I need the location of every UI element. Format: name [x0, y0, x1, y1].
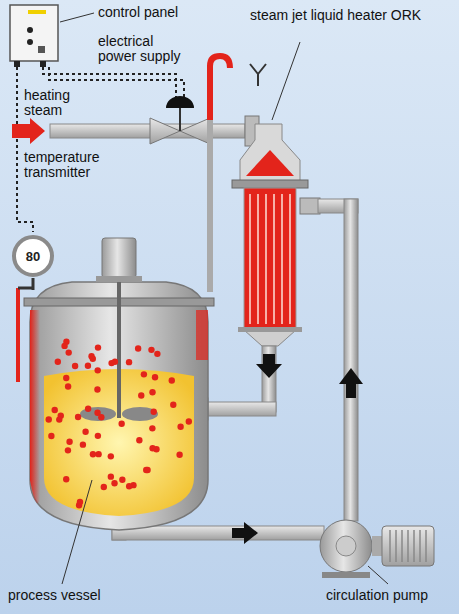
vent-pipe-hot [210, 56, 230, 120]
fin-line [425, 530, 427, 562]
heat-dot [148, 347, 154, 353]
heat-dot [186, 418, 192, 424]
heat-dot [66, 439, 72, 445]
heat-dot [75, 414, 81, 420]
heat-dot [149, 425, 155, 431]
heat-dot [85, 406, 91, 412]
heat-dot [111, 480, 117, 486]
fin-line [401, 530, 403, 562]
process-vessel [24, 238, 214, 530]
tube-line [265, 194, 267, 324]
part-label: steam jet liquid heater ORK [250, 8, 430, 23]
leader-line [272, 42, 300, 120]
heat-dot [149, 389, 155, 395]
tube-line [273, 194, 275, 324]
heat-dot [94, 386, 100, 392]
flow-arrow [339, 368, 363, 398]
heat-dot [169, 377, 175, 383]
part-label: heating steam [24, 88, 90, 118]
heat-dot [136, 437, 142, 443]
heat-dot [65, 447, 71, 453]
heat-dot [154, 351, 160, 357]
heat-dot [63, 375, 69, 381]
flow-arrow [256, 354, 282, 378]
steam-arrow [12, 118, 45, 144]
electrical-wire [17, 67, 184, 232]
leader-line [60, 13, 94, 22]
heat-dot [95, 367, 101, 373]
heat-dot [52, 407, 58, 413]
heat-dot [90, 451, 96, 457]
funnel-symbol [250, 64, 266, 86]
heat-dot [77, 499, 83, 505]
steam-jet-liquid-heater [232, 116, 320, 346]
heat-dot [126, 359, 132, 365]
circulation-pump [320, 520, 434, 578]
heat-dot [61, 343, 67, 349]
heat-dot [108, 473, 114, 479]
control-panel [10, 5, 58, 67]
heat-dot [108, 360, 114, 366]
fin-line [419, 530, 421, 562]
heat-dot [90, 356, 96, 362]
motor-fins [390, 530, 426, 562]
leader-line [62, 480, 92, 584]
heat-dot [119, 477, 125, 483]
heat-dot [98, 414, 104, 420]
steam-pipe [50, 124, 245, 138]
temperature-probe [18, 278, 33, 382]
heat-dot [141, 371, 147, 377]
heat-dot [177, 423, 183, 429]
part-label: circulation pump [326, 588, 451, 603]
heat-dot [63, 476, 69, 482]
heat-dot [55, 358, 61, 364]
heat-dot [152, 374, 158, 380]
heat-dot [149, 445, 155, 451]
heat-dot [65, 383, 71, 389]
heat-dot [82, 429, 88, 435]
heat-dot [66, 349, 72, 355]
fin-line [389, 530, 391, 562]
control-valve [150, 96, 210, 144]
heater-tubes [250, 194, 290, 324]
heat-dot [85, 362, 91, 368]
gauge-reading: 80 [26, 249, 40, 264]
heat-dot [56, 416, 62, 422]
fin-line [407, 530, 409, 562]
tube-line [249, 194, 251, 324]
heat-dot [126, 483, 132, 489]
heat-dot [108, 453, 114, 459]
tube-line [289, 194, 291, 324]
heat-dots [46, 339, 192, 509]
heat-dot [135, 345, 141, 351]
part-label: control panel [98, 5, 208, 20]
heat-dot [176, 452, 182, 458]
heat-dot [95, 451, 101, 457]
heat-dot [95, 433, 101, 439]
tube-line [257, 194, 259, 324]
part-label: temperature transmitter [24, 150, 132, 180]
heat-dot [48, 433, 54, 439]
temperature-gauge: 80 [12, 235, 54, 277]
heat-dot [72, 363, 78, 369]
heat-dot [46, 416, 52, 422]
tube-line [281, 194, 283, 324]
part-label: electrical power supply [98, 34, 190, 64]
heat-dot [151, 409, 157, 415]
heat-dot [95, 344, 101, 350]
heat-dot [101, 484, 107, 490]
leader-line [368, 566, 388, 584]
heat-dot [80, 441, 86, 447]
heat-dot [170, 401, 176, 407]
flow-arrow [232, 522, 258, 544]
fin-line [395, 530, 397, 562]
heat-dot [144, 467, 150, 473]
part-label: process vessel [8, 588, 128, 603]
fin-line [413, 530, 415, 562]
heat-dot [118, 421, 124, 427]
heat-dot [138, 392, 144, 398]
